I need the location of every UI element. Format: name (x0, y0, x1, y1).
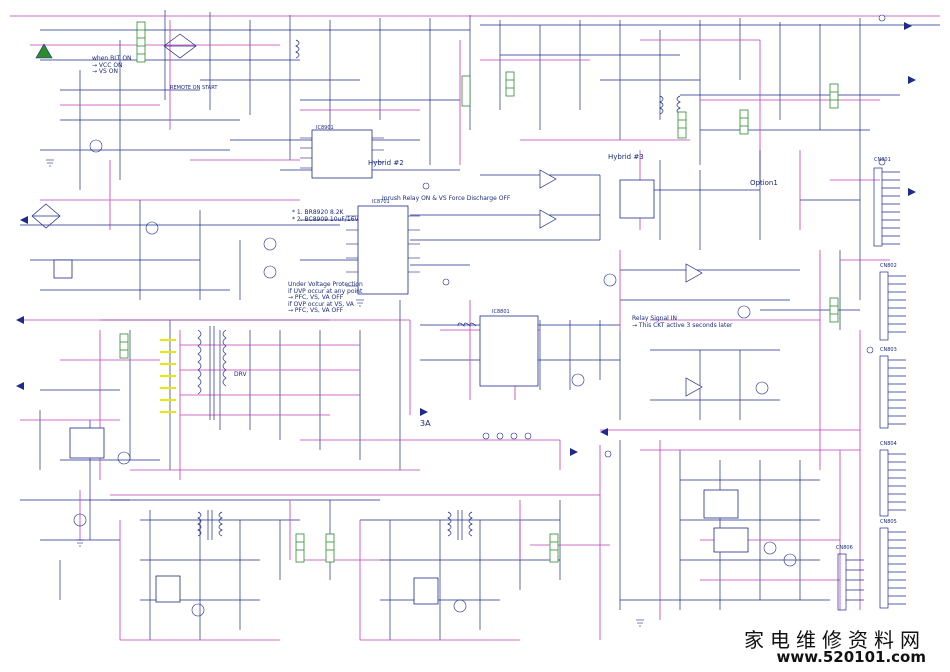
bridge-rectifiers (31, 33, 197, 229)
ground-symbols (46, 159, 644, 627)
ic-hybrid2 (300, 129, 384, 179)
label-hybrid2: Hybrid #2 (368, 159, 404, 167)
ic-label-c: IC8801 (492, 309, 510, 315)
ic-label-a: IC8901 (316, 125, 334, 131)
warning-icon (35, 43, 53, 59)
connector-label-2: CN802 (880, 263, 897, 269)
test-points (422, 14, 886, 458)
label-drv: DRV (234, 371, 247, 378)
label-hybrid3: Hybrid #3 (608, 153, 644, 161)
ic-left-regulator (53, 259, 105, 459)
connector-label-6: CN806 (836, 545, 853, 551)
note-relay-in: Relay Signal IN → This CKT active 3 seco… (632, 315, 733, 329)
ic-bottom-mid (413, 577, 439, 605)
terminal-arrows (16, 22, 916, 456)
top-wires (40, 10, 940, 190)
note-remote: REMOTE ON START (170, 85, 218, 91)
ic-hybrid3 (619, 179, 655, 219)
transistors (73, 139, 797, 617)
note-standby: when BLT ON → VCC ON → VS ON (92, 55, 132, 76)
ic-center (479, 315, 539, 387)
connector-label-5: CN805 (880, 519, 897, 525)
ic-bottom-left (155, 575, 181, 603)
watermark-chinese: 家电维修资料网 (744, 628, 926, 652)
label-option1: Option1 (750, 179, 778, 187)
ic-bottom-right (703, 489, 749, 553)
connector-label-3: CN803 (880, 347, 897, 353)
note-uvp: Under Voltage Protection if UVP occur at… (288, 281, 363, 315)
watermark-url: www.520101.com (776, 648, 926, 666)
highlight-marks (160, 339, 176, 413)
note-options: * 1. BR8920 8.2K * 2. BC8909 10uF/16V (292, 209, 359, 223)
note-relay-off: Inrush Relay ON & VS Force Discharge OFF (382, 195, 511, 202)
green-components (119, 21, 839, 563)
connector-banks (837, 167, 906, 611)
connector-label-1: CN801 (874, 157, 891, 163)
ic-relay-controller (346, 205, 420, 295)
label-3a: 3A (420, 419, 431, 428)
transformers (197, 39, 681, 540)
ic-label-b: IC8701 (372, 199, 390, 205)
op-amps (539, 169, 703, 397)
connector-label-4: CN804 (880, 441, 897, 447)
